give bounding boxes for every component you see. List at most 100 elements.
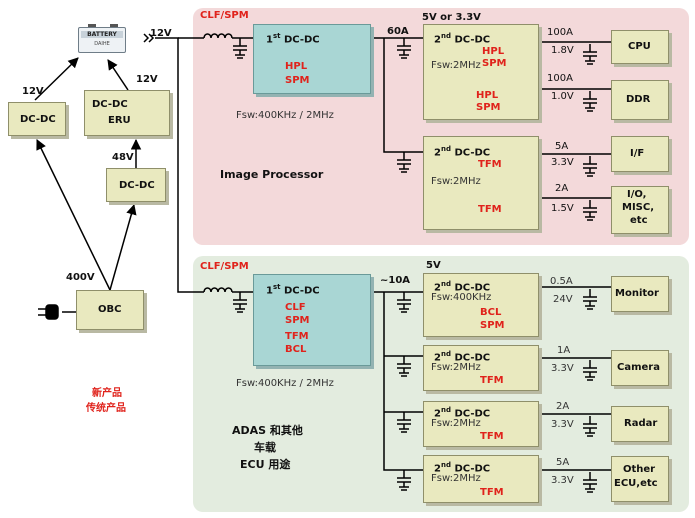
label-5v-or-3v3: 5V or 3.3V xyxy=(422,12,481,23)
load-cpu-box xyxy=(611,30,669,64)
label-10a: ~10A xyxy=(380,275,411,286)
clf-spm-top-label: CLF/SPM xyxy=(200,10,249,21)
load-ecu-box xyxy=(611,456,669,502)
adas-caption-line1: ADAS 和其他 xyxy=(232,424,303,437)
ddr-voltage: 1.0V xyxy=(551,91,574,102)
radar-load-capacitor xyxy=(583,416,597,437)
camera-voltage: 3.3V xyxy=(551,363,574,374)
camera-load-capacitor xyxy=(583,360,597,381)
bottom-row-camera-fsw: Fsw:2MHz xyxy=(431,362,481,373)
bottom-row-monitor-title: 2nd DC-DC xyxy=(434,280,491,294)
top-first-stage-box xyxy=(253,24,371,94)
load-io-line1: I/O, xyxy=(627,189,647,200)
bottom-row-monitor-tag-spm: SPM xyxy=(480,320,505,331)
top-second-b-box xyxy=(423,136,539,230)
legend-new-products: 新产品 xyxy=(92,388,122,399)
dcdc-48v-box xyxy=(106,168,166,202)
bottom-row-ecu-box xyxy=(423,455,539,503)
battery: BATTERY DAIHE xyxy=(78,24,126,54)
obc-label: OBC xyxy=(98,304,122,315)
top-second-a-title: 2nd DC-DC xyxy=(434,32,491,46)
load-cpu-label: CPU xyxy=(628,41,651,52)
load-radar-label: Radar xyxy=(624,418,658,429)
if-load-capacitor xyxy=(583,156,597,177)
clf-spm-bottom-label: CLF/SPM xyxy=(200,261,249,272)
io-current: 2A xyxy=(555,183,569,194)
top-second-b-capacitor xyxy=(397,152,411,173)
battery-label: BATTERY xyxy=(87,31,117,38)
camera-input-capacitor xyxy=(397,356,411,377)
bottom-first-tag-clf: CLF xyxy=(285,302,306,313)
top-first-tag-hpl: HPL xyxy=(285,61,308,72)
wire-eru-to-battery xyxy=(107,59,129,91)
load-ddr-label: DDR xyxy=(626,94,651,105)
monitor-current: 0.5A xyxy=(550,276,573,287)
camera-current: 1A xyxy=(557,345,571,356)
wire-12v-bus xyxy=(155,37,204,293)
dcdc-left-box xyxy=(8,102,66,136)
bottom-bus-capacitor xyxy=(397,292,411,313)
bottom-first-tag-tfm: TFM xyxy=(285,331,309,342)
bottom-first-fsw: Fsw:400KHz / 2MHz xyxy=(236,378,334,389)
label-48v: 48V xyxy=(112,152,134,163)
load-ecu-line1: Other xyxy=(623,464,656,475)
top-second-a-tag-spm: SPM xyxy=(482,58,507,69)
top-first-tag-spm: SPM xyxy=(285,75,310,86)
bottom-row-camera-tag: TFM xyxy=(480,375,504,386)
top-bus-capacitor xyxy=(397,38,411,59)
wire-top-bus-to-second-b xyxy=(383,38,423,153)
label-5v: 5V xyxy=(426,260,441,271)
load-if-label: I/F xyxy=(630,148,645,159)
cpu-current: 100A xyxy=(547,27,573,38)
load-io-line2: MISC, xyxy=(622,202,655,213)
top-second-b-tag1: TFM xyxy=(478,159,502,170)
top-first-fsw: Fsw:400KHz / 2MHz xyxy=(236,110,334,121)
label-400v: 400V xyxy=(66,272,95,283)
load-monitor-label: Monitor xyxy=(615,288,659,299)
label-12v-eru: 12V xyxy=(136,74,158,85)
io-load-capacitor xyxy=(583,200,597,221)
bottom-row-monitor-tag-bcl: BCL xyxy=(480,307,502,318)
radar-current: 2A xyxy=(556,401,570,412)
load-camera-box xyxy=(611,350,669,386)
bottom-row-camera-title: 2nd DC-DC xyxy=(434,350,491,364)
load-io-line3: etc xyxy=(630,215,648,226)
bottom-row-ecu-fsw: Fsw:2MHz xyxy=(431,473,481,484)
load-ecu-line2: ECU,etc xyxy=(614,478,658,489)
label-12v-input: 12V xyxy=(150,28,172,39)
load-monitor-box xyxy=(611,276,669,312)
ecu-voltage: 3.3V xyxy=(551,475,574,486)
bottom-row-monitor-box xyxy=(423,273,539,337)
top-input-capacitor xyxy=(233,38,247,59)
eru-label: ERU xyxy=(108,115,131,126)
top-second-a-box xyxy=(423,24,539,120)
ddr-load-capacitor xyxy=(583,91,597,112)
bottom-row-radar-box xyxy=(423,401,539,447)
io-voltage: 1.5V xyxy=(551,203,574,214)
if-current: 5A xyxy=(555,141,569,152)
wire-dcdc-left-to-battery xyxy=(34,57,79,101)
bottom-row-ecu-tag: TFM xyxy=(480,487,504,498)
label-60a: 60A xyxy=(387,26,409,37)
bottom-row-radar-tag: TFM xyxy=(480,431,504,442)
top-second-b-tag2: TFM xyxy=(478,204,502,215)
load-ddr-box xyxy=(611,80,669,120)
bottom-input-inductor xyxy=(203,287,233,293)
ecu-current: 5A xyxy=(556,457,570,468)
bottom-row-camera-box xyxy=(423,345,539,391)
top-input-inductor xyxy=(203,33,233,39)
bottom-row-ecu-title: 2nd DC-DC xyxy=(434,461,491,475)
obc-box xyxy=(76,290,144,330)
load-radar-box xyxy=(611,406,669,442)
top-first-stage-title: 1st DC-DC xyxy=(266,32,320,46)
monitor-load-capacitor xyxy=(583,289,597,310)
image-processor-caption: Image Processor xyxy=(220,168,324,181)
top-second-a-fsw: Fsw:2MHz xyxy=(431,60,481,71)
top-second-b-fsw: Fsw:2MHz xyxy=(431,176,481,187)
cpu-load-capacitor xyxy=(583,44,597,65)
ecu-input-capacitor xyxy=(397,470,411,491)
wire-obc-to-dcdc-left xyxy=(36,139,111,291)
load-camera-label: Camera xyxy=(617,362,660,373)
wire-bottom-bus-trunk xyxy=(383,292,423,471)
legend-traditional-products: 传统产品 xyxy=(86,403,126,414)
